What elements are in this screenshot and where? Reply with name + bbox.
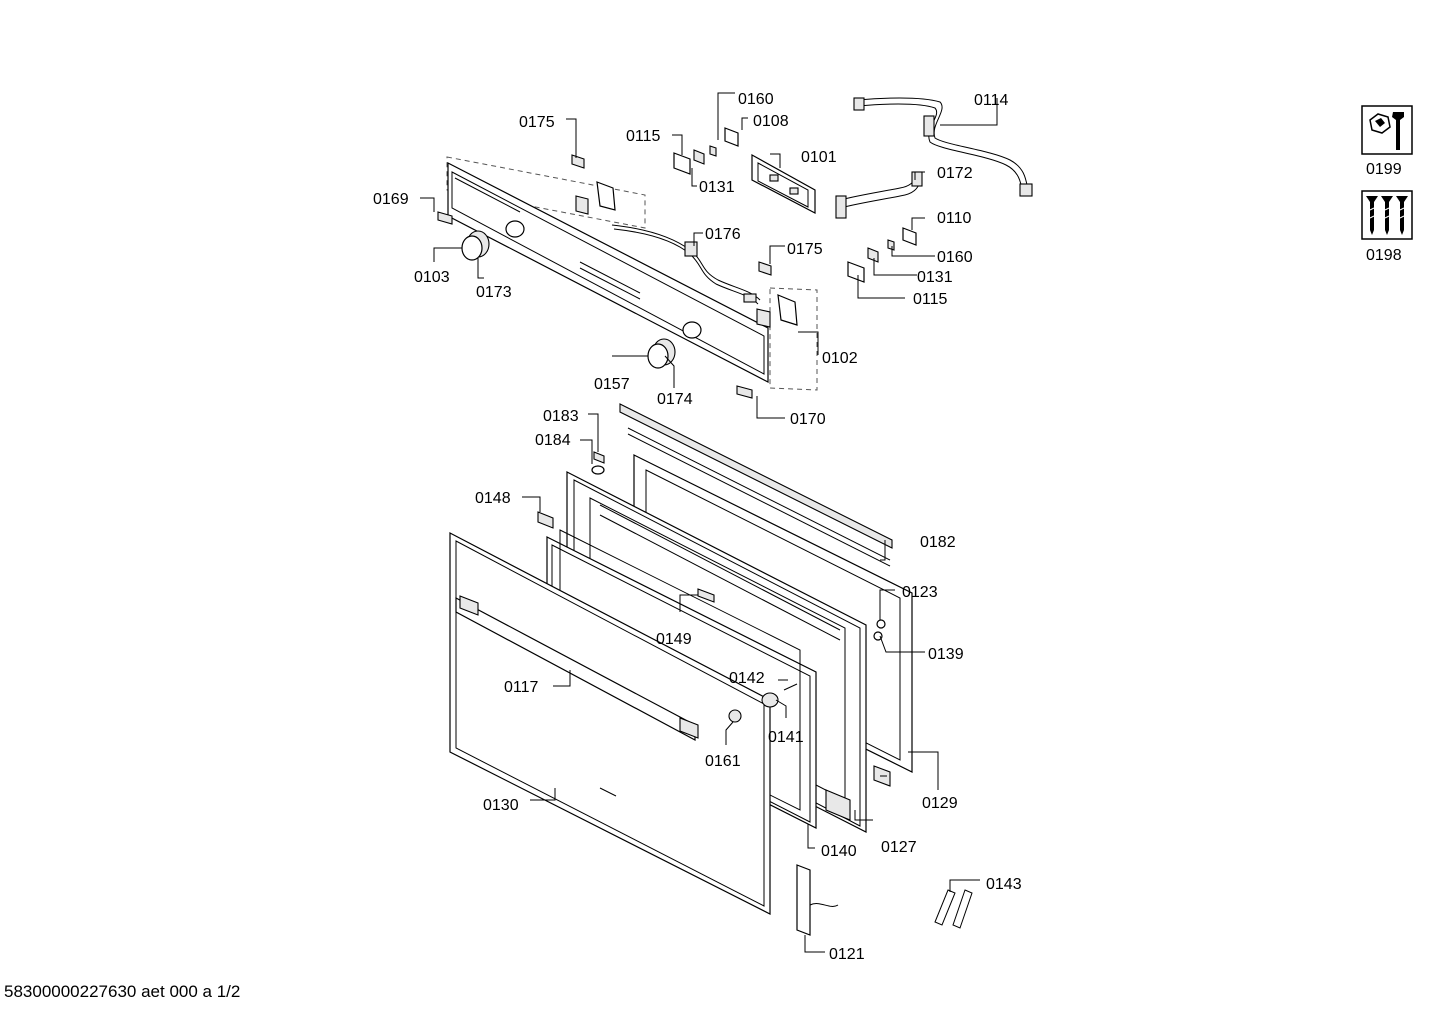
document-footer: 58300000227630 aet 000 a 1/2 — [4, 982, 240, 1001]
label-0175-a: 0175 — [519, 114, 555, 131]
label-0199: 0199 — [1366, 161, 1402, 178]
label-0101: 0101 — [801, 149, 837, 166]
accessory-0199: 0199 — [1361, 105, 1413, 178]
label-0149: 0149 — [656, 631, 692, 648]
label-0148: 0148 — [475, 490, 511, 507]
label-0160-a: 0160 — [738, 91, 774, 108]
bracket-upper — [575, 181, 616, 215]
control-panel-assembly — [437, 154, 818, 399]
knob-0103 — [461, 230, 490, 261]
knob-0157 — [647, 338, 676, 369]
label-0123: 0123 — [902, 584, 938, 601]
label-0108: 0108 — [753, 113, 789, 130]
label-0127: 0127 — [881, 839, 917, 856]
label-0141: 0141 — [768, 729, 804, 746]
label-0175-b: 0175 — [787, 241, 823, 258]
label-0182: 0182 — [920, 534, 956, 551]
label-0115-a: 0115 — [626, 128, 661, 145]
label-0174: 0174 — [657, 391, 693, 408]
label-0140: 0140 — [821, 843, 857, 860]
label-0131-a: 0131 — [699, 179, 735, 196]
label-0170: 0170 — [790, 411, 826, 428]
electronics-module-0101 — [751, 153, 816, 214]
screws-icon — [1361, 190, 1413, 240]
clips-0143 — [934, 889, 973, 929]
hinge-0121 — [796, 864, 839, 936]
label-0183: 0183 — [543, 408, 579, 425]
label-0103: 0103 — [414, 269, 450, 286]
label-0161: 0161 — [705, 753, 741, 770]
label-0130: 0130 — [483, 797, 519, 814]
cable-0172 — [835, 171, 923, 219]
label-0198: 0198 — [1366, 247, 1402, 264]
cable-0114 — [853, 97, 1033, 197]
label-0143: 0143 — [986, 876, 1022, 893]
label-0160-b: 0160 — [937, 249, 973, 266]
label-0142: 0142 — [729, 670, 765, 687]
label-0131-b: 0131 — [917, 269, 953, 286]
bracket-lower — [756, 294, 798, 328]
label-0169: 0169 — [373, 191, 409, 208]
label-0129: 0129 — [922, 795, 958, 812]
label-0102: 0102 — [822, 350, 858, 367]
label-0157: 0157 — [594, 376, 630, 393]
label-0139: 0139 — [928, 646, 964, 663]
label-0176: 0176 — [705, 226, 741, 243]
label-0173: 0173 — [476, 284, 512, 301]
label-0110: 0110 — [937, 210, 972, 227]
label-0172: 0172 — [937, 165, 973, 182]
door-handle-0117 — [455, 595, 699, 742]
label-0121: 0121 — [829, 946, 865, 963]
door-assembly — [449, 403, 973, 936]
label-0115-b: 0115 — [913, 291, 948, 308]
switch-parts-upper — [673, 127, 739, 175]
accessory-0198: 0198 — [1361, 190, 1413, 264]
wrench-nut-icon — [1361, 105, 1413, 155]
leader-lines — [420, 92, 998, 953]
part-labels: 0160 0108 0114 0175 0115 0101 0131 0172 … — [373, 91, 1022, 963]
label-0184: 0184 — [535, 432, 571, 449]
label-0117: 0117 — [504, 679, 539, 696]
switch-parts-lower — [847, 227, 917, 283]
label-0114: 0114 — [974, 92, 1009, 109]
